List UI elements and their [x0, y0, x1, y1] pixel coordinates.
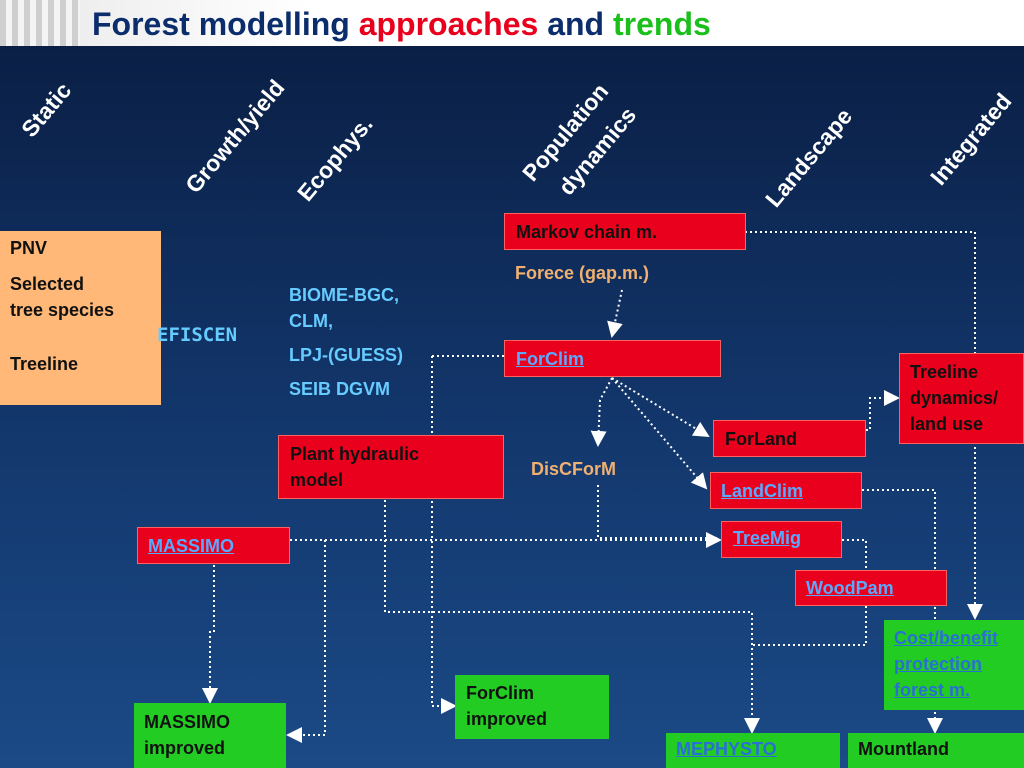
- static-pnv: PNV: [10, 238, 48, 258]
- woodpam-link[interactable]: WoodPam: [806, 578, 894, 598]
- plant-hydraulic-line2: model: [290, 470, 344, 490]
- treeline-dynamics-box: Treeline dynamics/ land use: [899, 353, 1024, 444]
- forland-box: ForLand: [713, 420, 866, 457]
- line-forece-forclim: [607, 289, 623, 338]
- title-part2: approaches: [358, 6, 539, 42]
- efiscen-label: EFISCEN: [157, 324, 238, 346]
- title-part4: trends: [612, 6, 711, 42]
- treemig-link[interactable]: TreeMig: [733, 528, 802, 548]
- massimo-link[interactable]: MASSIMO: [148, 536, 235, 556]
- mountland-box: Mountland: [848, 733, 1024, 768]
- mephysto-box[interactable]: MEPHYSTO: [666, 733, 840, 768]
- line-massimo-massimoimproved: [202, 565, 218, 704]
- line-forland-treeline: [866, 390, 900, 431]
- cost-benefit-line2[interactable]: protection: [894, 654, 982, 674]
- mephysto-link[interactable]: MEPHYSTO: [676, 739, 777, 759]
- line-forclim-forland: [611, 377, 710, 438]
- title-stripes: [0, 0, 80, 46]
- model-clm: CLM,: [289, 311, 333, 331]
- line-discform-treemig: [597, 485, 720, 539]
- treeline-dyn-line2: dynamics/: [910, 388, 999, 408]
- massimo-box[interactable]: MASSIMO: [137, 527, 290, 564]
- forclim-link[interactable]: ForClim: [516, 349, 585, 369]
- page-title: Forest modelling approaches and trends: [92, 6, 711, 43]
- title-bar: Forest modelling approaches and trends: [0, 0, 1024, 46]
- forclim-improved-line1: ForClim: [466, 683, 535, 703]
- line-lpj-forclimimproved: [431, 356, 457, 714]
- forland-label: ForLand: [725, 429, 797, 449]
- landclim-link[interactable]: LandClim: [721, 481, 804, 501]
- model-biome-bgc: BIOME-BGC,: [289, 285, 399, 305]
- mountland-label: Mountland: [858, 739, 949, 759]
- forclim-improved-box: ForClim improved: [455, 675, 609, 739]
- plant-hydraulic-line1: Plant hydraulic: [290, 444, 420, 464]
- markov-box: Markov chain m.: [504, 213, 746, 250]
- treeline-dyn-line3: land use: [910, 414, 984, 434]
- markov-label: Markov chain m.: [516, 222, 658, 242]
- forclim-improved-line2: improved: [466, 709, 548, 729]
- treemig-box[interactable]: TreeMig: [721, 521, 842, 558]
- cost-benefit-line3[interactable]: forest m.: [894, 680, 971, 700]
- title-part3: and: [538, 6, 613, 42]
- static-tree-species: tree species: [10, 300, 115, 320]
- discform-label: DisCForM: [531, 459, 616, 479]
- diagram-canvas: [0, 46, 1024, 768]
- forece-label: Forece (gap.m.): [515, 263, 650, 283]
- plant-hydraulic-box: Plant hydraulic model: [278, 435, 504, 499]
- static-treeline: Treeline: [10, 354, 79, 374]
- massimo-improved-line1: MASSIMO: [144, 712, 231, 732]
- line-markov-costbenefit: [745, 231, 983, 620]
- forclim-box[interactable]: ForClim: [504, 340, 721, 377]
- landclim-box[interactable]: LandClim: [710, 472, 862, 509]
- cost-benefit-line1[interactable]: Cost/benefit: [894, 628, 999, 648]
- line-planthydraulic-mephysto: [384, 500, 760, 734]
- static-box: PNV Selected tree species Treeline: [0, 231, 161, 405]
- model-seib-dgvm: SEIB DGVM: [289, 379, 391, 399]
- cost-benefit-box[interactable]: Cost/benefit protection forest m.: [884, 620, 1024, 710]
- woodpam-box[interactable]: WoodPam: [795, 570, 947, 606]
- ecophys-models: BIOME-BGC, CLM, LPJ-(GUESS) SEIB DGVM: [289, 282, 403, 402]
- line-treemig-massimoimproved: [286, 540, 326, 743]
- treeline-dyn-line1: Treeline: [910, 362, 979, 382]
- massimo-improved-line2: improved: [144, 738, 226, 758]
- static-selected: Selected: [10, 274, 85, 294]
- title-part1: Forest modelling: [92, 6, 359, 42]
- line-forclim-discform: [590, 377, 613, 447]
- model-lpj-guess: LPJ-(GUESS): [289, 345, 404, 365]
- line-forclim-landclim: [611, 377, 708, 490]
- massimo-improved-box: MASSIMO improved: [134, 703, 286, 768]
